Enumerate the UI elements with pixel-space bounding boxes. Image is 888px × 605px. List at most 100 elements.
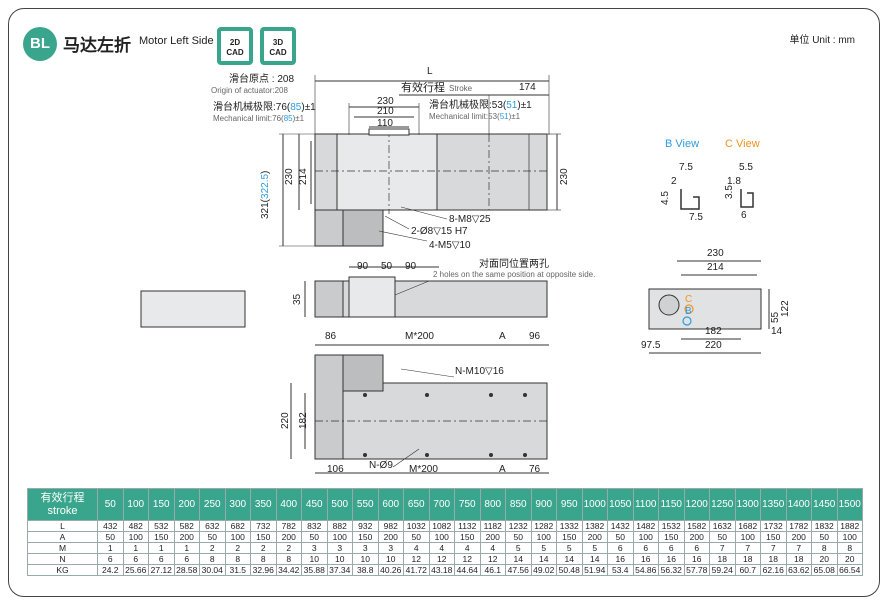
spec-cell: 6	[683, 542, 710, 554]
cad-3d-line1: 3D	[272, 38, 284, 47]
c-dim-1-8: 1.8	[727, 176, 741, 187]
spec-cell: 6	[97, 553, 124, 565]
spec-cell: 47.56	[505, 564, 532, 576]
spec-cell: 100	[122, 531, 149, 543]
dim-220-base: 220	[280, 412, 291, 429]
spec-cell: 2	[224, 542, 251, 554]
spec-cell: 100	[734, 531, 761, 543]
stroke-header-cell: 1450	[811, 488, 838, 521]
spec-cell: 14	[581, 553, 608, 565]
spec-cell: 20	[811, 553, 838, 565]
mech-limit-left-cn: 滑台机械极限:76(85)±1	[213, 103, 316, 113]
end-mark-c: C	[685, 294, 693, 305]
mech-limit-left-en-c: )±1	[292, 114, 305, 123]
spec-cell: 8	[224, 553, 251, 565]
mech-limit-left-cn-c: )±1	[301, 102, 316, 113]
spec-cell: 63.62	[785, 564, 812, 576]
stroke-header-cell: 100	[122, 488, 149, 521]
dim-35: 35	[292, 293, 303, 305]
spec-cell: 1332	[556, 520, 583, 532]
spec-cell: 27.12	[148, 564, 175, 576]
spec-cell: 6	[173, 553, 200, 565]
spec-cell: 50.48	[556, 564, 583, 576]
spec-cell: 66.54	[836, 564, 863, 576]
spec-cell: 200	[377, 531, 404, 543]
spec-cell: 4	[403, 542, 430, 554]
end-dim-122: 122	[780, 300, 791, 317]
spec-cell: 150	[250, 531, 277, 543]
mech-limit-left-en-a: Mechanical limit:76(	[213, 114, 284, 123]
spec-row-label: KG	[27, 564, 98, 576]
spec-cell: 14	[556, 553, 583, 565]
spec-row-label: M	[27, 542, 98, 554]
spec-cell: 1282	[530, 520, 557, 532]
opposite-holes-note-en: 2 holes on the same position at opposite…	[433, 270, 596, 279]
dim-321: 321(322.5)	[260, 171, 271, 219]
dim-90-a: 90	[357, 261, 369, 272]
spec-cell: 8	[836, 542, 863, 554]
mech-limit-right-cn-b: 51	[506, 100, 518, 111]
mech-limit-right-cn-a: 滑台机械极限:53(	[429, 100, 507, 111]
page-title-en: Motor Left Side	[139, 35, 214, 47]
stroke-header-cell: 900	[530, 488, 557, 521]
spec-header-en: stroke	[47, 504, 78, 517]
spec-cell: 31.5	[224, 564, 251, 576]
stroke-header-cell: 800	[479, 488, 506, 521]
b-dim-7-5-bottom: 7.5	[689, 212, 703, 223]
spec-cell: 24.2	[97, 564, 124, 576]
spec-row-label: N	[27, 553, 98, 565]
spec-cell: 4	[454, 542, 481, 554]
dim-m200-top: M*200	[405, 331, 434, 342]
spec-cell: 3	[326, 542, 353, 554]
mech-limit-left-cn-b: 85	[290, 102, 302, 113]
spec-cell: 100	[632, 531, 659, 543]
spec-cell: 1832	[811, 520, 838, 532]
spec-cell: 50	[811, 531, 838, 543]
dim-A-bottom: A	[499, 464, 506, 475]
spec-cell: 12	[454, 553, 481, 565]
note-m10: N-M10▽16	[455, 366, 504, 377]
mech-limit-right-cn-c: )±1	[517, 100, 532, 111]
spec-cell: 56.32	[658, 564, 685, 576]
spec-cell: 4	[428, 542, 455, 554]
spec-cell: 1532	[658, 520, 685, 532]
dim-50: 50	[381, 261, 393, 272]
spec-cell: 100	[428, 531, 455, 543]
technical-drawing	[140, 75, 770, 474]
spec-cell: 1032	[403, 520, 430, 532]
spec-cell: 1432	[607, 520, 634, 532]
stroke-header-cell: 450	[301, 488, 328, 521]
dim-230-top: 230	[377, 96, 394, 107]
spec-cell: 682	[224, 520, 251, 532]
spec-cell: 982	[377, 520, 404, 532]
spec-cell: 1	[122, 542, 149, 554]
spec-cell: 100	[326, 531, 353, 543]
spec-cell: 65.08	[811, 564, 838, 576]
spec-cell: 32.96	[250, 564, 277, 576]
spec-cell: 50	[607, 531, 634, 543]
b-dim-2: 2	[671, 176, 677, 187]
spec-cell: 50	[97, 531, 124, 543]
spec-row-label: A	[27, 531, 98, 543]
spec-cell: 582	[173, 520, 200, 532]
dim-90-b: 90	[405, 261, 417, 272]
spec-cell: 1632	[709, 520, 736, 532]
spec-cell: 20	[836, 553, 863, 565]
spec-cell: 18	[734, 553, 761, 565]
spec-cell: 12	[428, 553, 455, 565]
spec-cell: 150	[454, 531, 481, 543]
end-dim-214: 214	[707, 262, 724, 273]
spec-cell: 14	[505, 553, 532, 565]
spec-cell: 8	[811, 542, 838, 554]
note-pin: 2-Ø8▽15 H7	[411, 226, 468, 237]
stroke-header-cell: 700	[428, 488, 455, 521]
dim-230-left: 230	[284, 168, 295, 185]
spec-cell: 1182	[479, 520, 506, 532]
end-dim-14: 14	[771, 326, 783, 337]
spec-cell: 50	[709, 531, 736, 543]
